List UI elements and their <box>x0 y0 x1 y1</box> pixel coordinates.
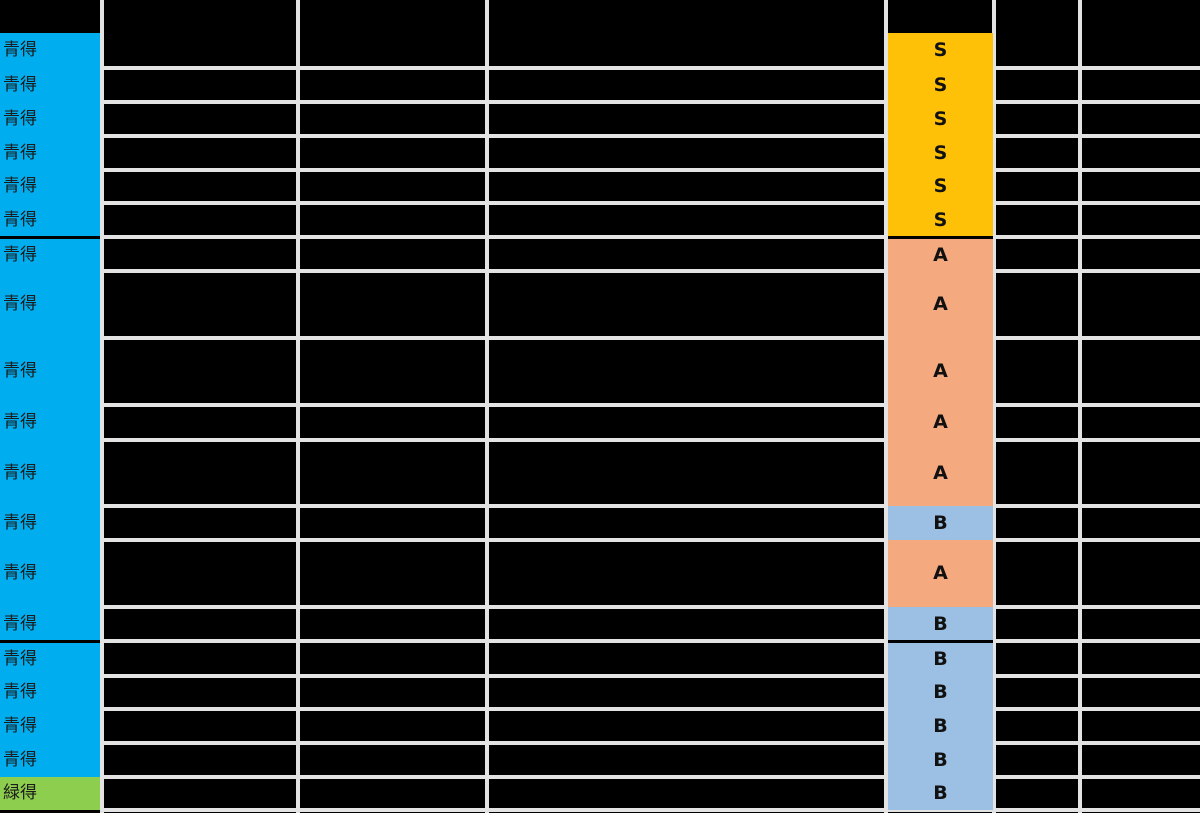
row-divider <box>100 100 1200 104</box>
row-divider <box>100 201 1200 205</box>
category-label-cell[interactable]: 青得 <box>0 607 100 641</box>
grade-cell-a[interactable]: A <box>888 338 993 405</box>
section-divider-grade <box>888 236 993 239</box>
category-label-cell[interactable]: 青得 <box>0 271 100 338</box>
row-divider <box>100 639 1200 643</box>
row-divider <box>100 538 1200 542</box>
category-label-cell[interactable]: 青得 <box>0 170 100 203</box>
category-label-cell[interactable]: 青得 <box>0 405 100 440</box>
category-label-cell[interactable]: 青得 <box>0 102 100 136</box>
category-label-cell[interactable]: 青得 <box>0 239 100 271</box>
grade-cell-s[interactable]: S <box>888 170 993 203</box>
row-divider <box>100 336 1200 340</box>
category-label-cell[interactable]: 青得 <box>0 440 100 506</box>
grade-cell-s[interactable]: S <box>888 136 993 170</box>
row-divider <box>100 605 1200 609</box>
row-divider <box>100 168 1200 172</box>
row-divider <box>100 674 1200 678</box>
grade-cell-a[interactable]: A <box>888 540 993 607</box>
grade-cell-s[interactable]: S <box>888 102 993 136</box>
category-label-cell[interactable]: 青得 <box>0 643 100 676</box>
category-label-cell[interactable]: 青得 <box>0 136 100 170</box>
grade-cell-a[interactable]: A <box>888 405 993 440</box>
grade-cell-s[interactable]: S <box>888 33 993 68</box>
grade-cell-b[interactable]: B <box>888 743 993 777</box>
row-divider <box>100 808 1200 812</box>
row-divider <box>100 504 1200 508</box>
header-corner-blank <box>0 0 100 33</box>
category-label-cell[interactable]: 青得 <box>0 33 100 68</box>
row-divider <box>100 741 1200 745</box>
category-label-cell[interactable]: 青得 <box>0 68 100 102</box>
grade-cell-a[interactable]: A <box>888 239 993 271</box>
grade-cell-a[interactable]: A <box>888 440 993 506</box>
grade-cell-b[interactable]: B <box>888 506 993 540</box>
grade-cell-b[interactable]: B <box>888 643 993 676</box>
row-divider <box>100 269 1200 273</box>
category-label-cell[interactable]: 青得 <box>0 743 100 777</box>
section-divider-label <box>0 640 100 643</box>
category-label-cell[interactable]: 緑得 <box>0 777 100 810</box>
category-label-cell[interactable]: 青得 <box>0 540 100 607</box>
category-label-cell[interactable]: 青得 <box>0 676 100 709</box>
grade-cell-a[interactable]: A <box>888 271 993 338</box>
section-divider-grade <box>888 640 993 643</box>
grade-cell-s[interactable]: S <box>888 68 993 102</box>
category-label-cell[interactable]: 青得 <box>0 506 100 540</box>
grade-cell-b[interactable]: B <box>888 709 993 743</box>
category-label-cell[interactable]: 青得 <box>0 203 100 237</box>
row-divider <box>100 438 1200 442</box>
row-divider <box>100 707 1200 711</box>
grade-cell-s[interactable]: S <box>888 203 993 237</box>
grade-cell-b[interactable]: B <box>888 607 993 641</box>
row-divider <box>100 134 1200 138</box>
section-divider-label <box>0 236 100 239</box>
row-divider <box>100 403 1200 407</box>
grade-cell-b[interactable]: B <box>888 777 993 810</box>
category-label-cell[interactable]: 青得 <box>0 338 100 405</box>
row-divider <box>100 235 1200 239</box>
category-label-cell[interactable]: 青得 <box>0 709 100 743</box>
grade-cell-b[interactable]: B <box>888 676 993 709</box>
row-divider <box>100 66 1200 70</box>
row-divider <box>100 775 1200 779</box>
